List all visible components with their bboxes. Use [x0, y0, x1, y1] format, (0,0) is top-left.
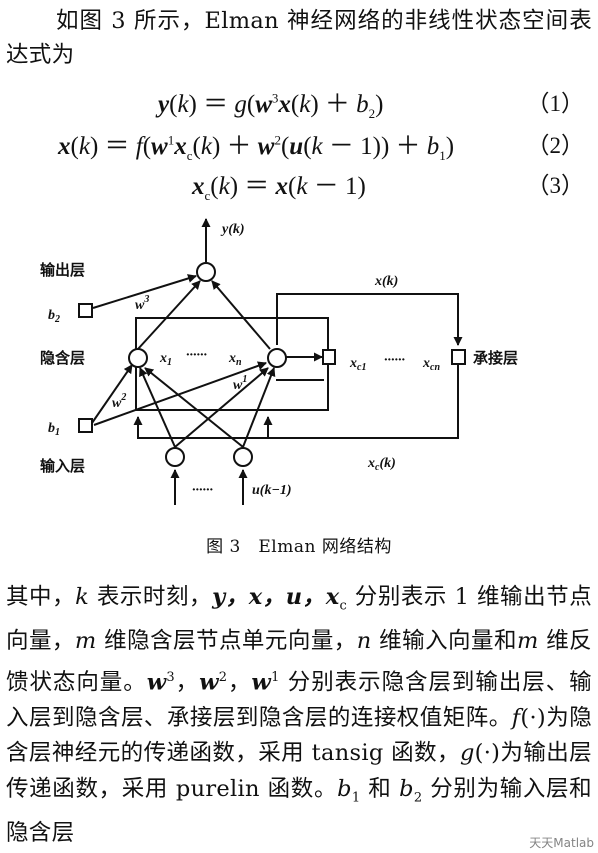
equation-2-body: x(k) ＝ f(w1xc(k) ＋ w2(u(k － 1)) ＋ b1) — [58, 132, 455, 163]
equation-3-body: xc(k) ＝ x(k － 1) — [192, 173, 366, 203]
label-hidden-layer: 隐含层 — [40, 349, 85, 367]
xc-k-feedback-path — [133, 365, 459, 439]
body-paragraph: 其中，k 表示时刻，y，x，u，xc 分别表示 1 维输出节点向量，m 维隐含层… — [6, 584, 593, 846]
x-k-feedback-path — [276, 293, 463, 346]
edge-u2-h1 — [144, 367, 244, 448]
label-xcn: xcn — [422, 356, 440, 373]
hidden-node-1 — [128, 348, 148, 368]
edge-hn-output — [211, 280, 271, 350]
label-input-layer: 输入层 — [40, 457, 85, 475]
label-u-k-1: u(k−1) — [252, 483, 292, 498]
elman-network-diagram: y(k) 输出层 b2 w3 x(k) 隐含层 x1 ······ xn xc1… — [40, 218, 518, 505]
bias-b2-node — [78, 303, 93, 318]
label-b1: b1 — [48, 421, 60, 438]
label-hidden-dots: ······ — [186, 348, 207, 363]
intro-paragraph: 如图 3 所示，Elman 神经网络的非线性状态空间表达式为 — [6, 8, 592, 68]
input-node-2 — [233, 447, 253, 467]
label-x-k: x(k) — [374, 274, 398, 289]
edge-u2-hn — [242, 367, 276, 448]
hidden-node-n — [267, 348, 287, 368]
label-b2: b2 — [48, 308, 60, 325]
equation-2-number: （2） — [526, 133, 585, 158]
edge-h1-output — [137, 280, 201, 350]
label-w3: w3 — [135, 294, 149, 313]
equation-1: y(k) ＝ g(w3x(k) ＋ b2) （1） — [0, 82, 598, 122]
bias-b1-node — [78, 418, 93, 433]
label-context-layer: 承接层 — [473, 349, 518, 367]
equation-1-number: （1） — [526, 91, 585, 116]
label-w1: w1 — [233, 374, 247, 393]
figure-caption: 图 3 Elman 网络结构 — [206, 537, 392, 557]
watermark: 天天Matlab — [529, 836, 594, 850]
equation-3-number: （3） — [526, 173, 585, 198]
edge-b1-hn — [93, 361, 267, 426]
edge-b2-output — [92, 274, 197, 309]
edge-u1-hn — [174, 367, 269, 448]
output-node — [196, 262, 216, 282]
context-node-1 — [322, 349, 336, 365]
equation-2: x(k) ＝ f(w1xc(k) ＋ w2(u(k － 1)) ＋ b1) （2… — [0, 124, 598, 164]
label-xc1: xc1 — [349, 356, 366, 373]
label-x1: x1 — [159, 351, 172, 368]
label-input-dots: ······ — [192, 483, 213, 498]
label-context-dots: ······ — [384, 353, 405, 368]
equation-3: xc(k) ＝ x(k － 1) （3） — [0, 164, 598, 204]
edge-b1-h1 — [91, 364, 133, 424]
edge-u1-h1 — [139, 367, 176, 448]
label-y-k: y(k) — [220, 222, 245, 237]
label-output-layer: 输出层 — [40, 261, 85, 279]
label-xn: xn — [228, 351, 242, 368]
equation-1-body: y(k) ＝ g(w3x(k) ＋ b2) — [158, 90, 384, 121]
label-w2: w2 — [112, 392, 126, 411]
context-node-n — [451, 349, 466, 365]
label-xc-k: xc(k) — [367, 456, 396, 473]
input-node-1 — [165, 447, 185, 467]
